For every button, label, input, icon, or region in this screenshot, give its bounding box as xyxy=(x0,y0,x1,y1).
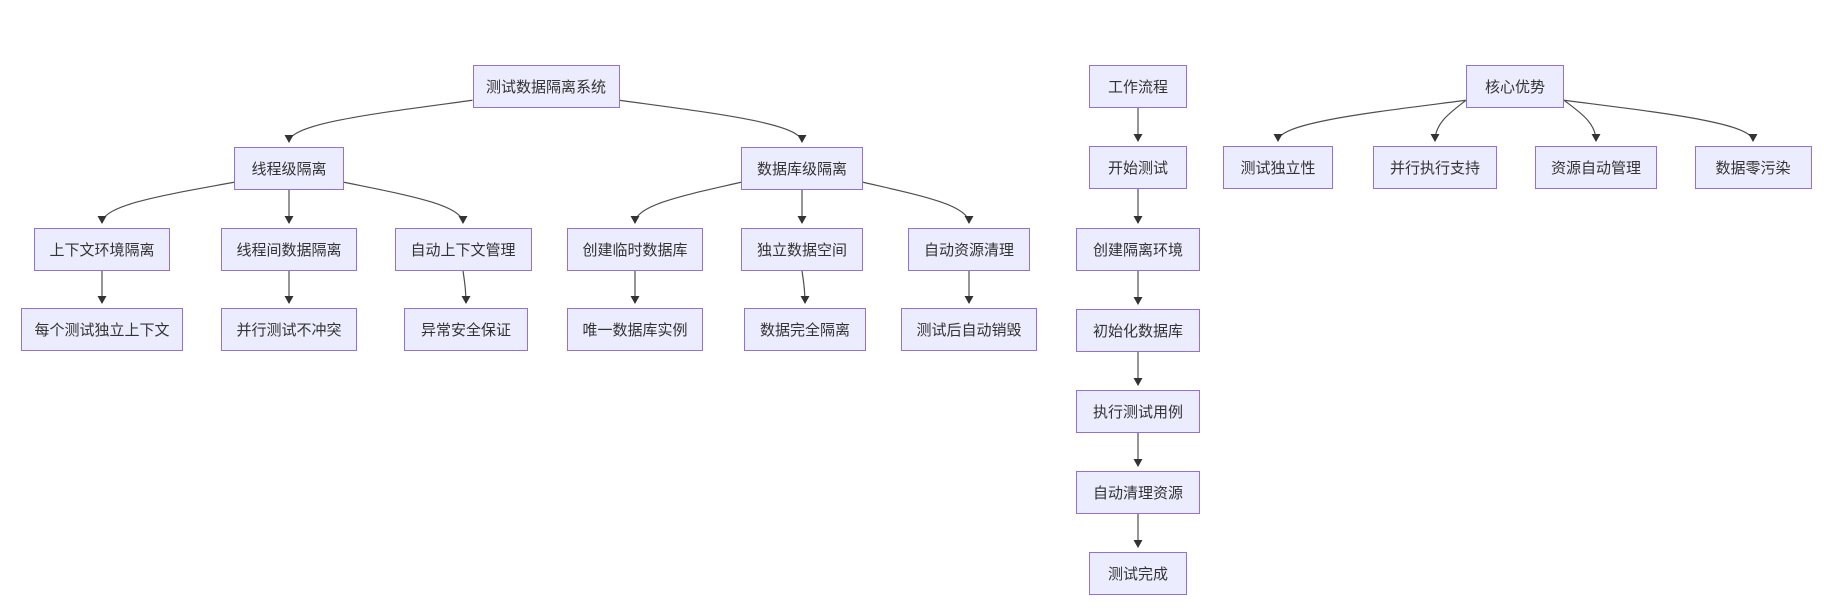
edge-root-to-thread xyxy=(284,99,473,143)
edge-thread-to-actx xyxy=(343,181,468,224)
flowchart-node-ctx2: 每个测试独立上下文 xyxy=(21,308,183,351)
flowchart-node-s2: 创建隔离环境 xyxy=(1076,228,1200,271)
edge-db-to-crdb xyxy=(630,181,742,224)
edge-adv-to-a2 xyxy=(1430,99,1467,142)
flowchart-node-tdata: 线程间数据隔离 xyxy=(221,228,357,271)
flowchart-node-ctx: 上下文环境隔离 xyxy=(34,228,170,271)
flowchart-node-space2: 数据完全隔离 xyxy=(744,308,866,351)
edge-root-to-db xyxy=(619,99,807,143)
flowchart-node-s4: 执行测试用例 xyxy=(1076,390,1200,433)
flowchart-node-a2: 并行执行支持 xyxy=(1373,146,1497,189)
flowchart-node-s1: 开始测试 xyxy=(1089,146,1187,189)
flowchart-node-s6: 测试完成 xyxy=(1089,552,1187,595)
edge-adv-to-a1 xyxy=(1273,99,1467,142)
flowchart-node-s3: 初始化数据库 xyxy=(1076,309,1200,352)
flowchart-node-actx: 自动上下文管理 xyxy=(394,228,532,271)
flowchart-node-clean: 自动资源清理 xyxy=(908,228,1030,271)
flowchart-node-clean2: 测试后自动销毁 xyxy=(901,308,1037,351)
edge-thread-to-ctx xyxy=(97,181,235,224)
flowchart-node-adv: 核心优势 xyxy=(1466,65,1564,108)
edge-adv-to-a3 xyxy=(1563,99,1601,142)
edge-actx-to-actx2 xyxy=(461,270,471,304)
flowchart-node-space: 独立数据空间 xyxy=(741,228,863,271)
flowchart-node-s5: 自动清理资源 xyxy=(1076,471,1200,514)
edge-group xyxy=(97,99,1758,548)
flowchart-node-actx2: 异常安全保证 xyxy=(404,308,528,351)
flowchart-node-wf: 工作流程 xyxy=(1089,65,1187,108)
flowchart-node-tdata2: 并行测试不冲突 xyxy=(221,308,357,351)
flowchart-node-crdb2: 唯一数据库实例 xyxy=(567,308,703,351)
edge-adv-to-a4 xyxy=(1563,99,1758,142)
flowchart-node-thread: 线程级隔离 xyxy=(234,147,344,190)
flowchart-node-a1: 测试独立性 xyxy=(1223,146,1333,189)
flowchart-node-db: 数据库级隔离 xyxy=(741,147,863,190)
edge-db-to-clean xyxy=(862,181,974,224)
flowchart-node-root: 测试数据隔离系统 xyxy=(472,65,620,108)
flowchart-node-crdb: 创建临时数据库 xyxy=(567,228,703,271)
flowchart-node-a4: 数据零污染 xyxy=(1694,146,1812,189)
edge-space-to-space2 xyxy=(800,270,810,304)
flowchart-node-a3: 资源自动管理 xyxy=(1535,146,1657,189)
